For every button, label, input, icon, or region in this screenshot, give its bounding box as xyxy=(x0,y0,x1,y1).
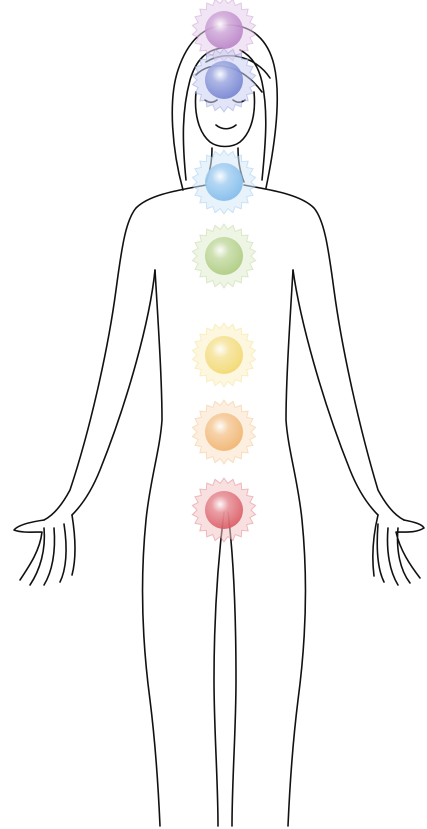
chakra-root xyxy=(192,478,255,542)
chakra-solar-plexus-highlight xyxy=(205,336,243,374)
torso-right xyxy=(286,270,305,826)
leg-left-inner xyxy=(214,512,224,826)
chakra-heart xyxy=(192,224,255,288)
chakra-solar-plexus xyxy=(192,323,255,387)
right-arm-inner xyxy=(293,270,378,515)
chakra-throat xyxy=(192,150,255,214)
chakra-sacral xyxy=(192,400,255,464)
smile xyxy=(216,125,236,129)
right-arm xyxy=(244,185,404,520)
chakra-root-highlight xyxy=(205,491,243,529)
chakra-third-eye-highlight xyxy=(205,61,243,99)
right-hand xyxy=(373,515,424,585)
chakra-heart-highlight xyxy=(205,237,243,275)
left-hand xyxy=(14,515,75,585)
torso-left xyxy=(143,270,162,826)
chakra-throat-highlight xyxy=(205,163,243,201)
leg-right-inner xyxy=(228,512,236,826)
chakra-crown-highlight xyxy=(205,11,243,49)
chakra-sacral-highlight xyxy=(205,413,243,451)
chakra-points xyxy=(192,0,255,542)
left-arm xyxy=(44,185,206,520)
